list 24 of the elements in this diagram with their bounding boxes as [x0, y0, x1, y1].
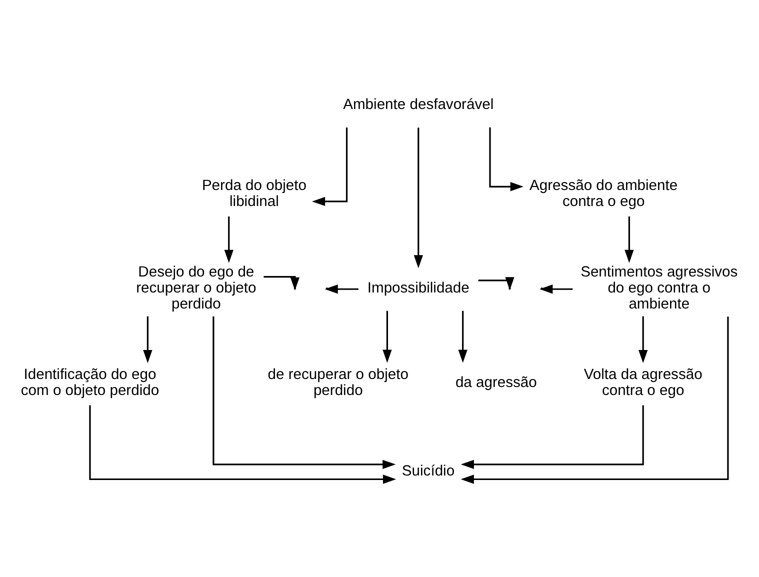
node-text: Agressão do ambiente contra o ego [530, 178, 678, 210]
arrow [460, 316, 729, 484]
arrow [638, 316, 648, 364]
arrow [489, 127, 524, 192]
arrow [382, 310, 392, 363]
node-text: Perda do objeto libidinal [202, 178, 306, 210]
arrow [89, 405, 396, 484]
node-text: da agressão [455, 374, 537, 391]
arrow [414, 128, 423, 268]
arrow [224, 216, 234, 263]
arrow [458, 310, 468, 363]
node-text: de recuperar o objeto perdido [268, 366, 408, 399]
node-text: Volta da agressão contra o ego [584, 366, 702, 399]
arrow [312, 128, 348, 206]
arrow [143, 316, 152, 364]
node-text: Sentimentos agressivos do ego contra o ambiente [580, 264, 738, 312]
node-text: Impossibilidade [367, 280, 470, 296]
node-text: Desejo do ego de recuperar o objeto perdido [136, 264, 256, 312]
arrow [624, 216, 634, 263]
node-text: Suicídio [402, 464, 455, 480]
arrow [460, 405, 644, 470]
node-text: Identificação do ego com o objeto perdido [20, 366, 160, 399]
arrow [212, 316, 396, 470]
node-text: Ambiente desfavorável [343, 96, 494, 113]
